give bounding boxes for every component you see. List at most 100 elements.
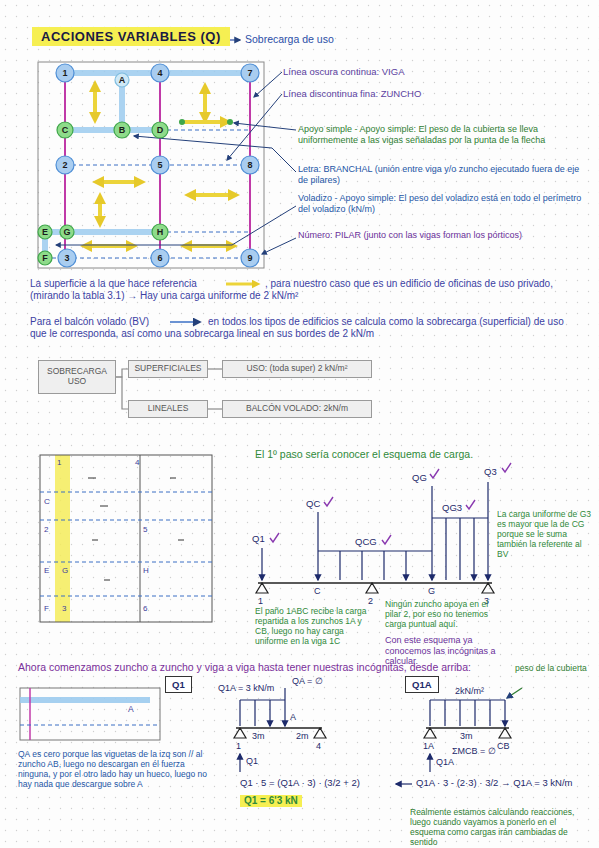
circle-shape [38, 225, 52, 239]
handwritten-note: QA es cero porque las viguetas de la izq… [18, 750, 218, 790]
circle-shape [56, 64, 74, 82]
highlighted-plan [40, 455, 212, 622]
table-connector [116, 377, 128, 409]
table-connector [208, 368, 222, 369]
handwritten-label: QG [412, 472, 427, 483]
check-mark [270, 533, 279, 542]
small-plan [29, 688, 31, 740]
inline-arrow [226, 283, 256, 286]
circle-shape [152, 122, 168, 138]
pillar-circle: 1 [55, 63, 75, 83]
load-scheme [340, 551, 406, 580]
node-text: Q1 [172, 679, 185, 690]
handwritten-label: F [44, 604, 49, 613]
handwritten-label: C [44, 497, 50, 506]
load-scheme [258, 582, 492, 584]
handwritten-label: QC [306, 498, 320, 509]
handwritten-note: Línea discontinua fina: ZUNCHO [283, 88, 583, 99]
handwritten-label: 2kN/m² [455, 686, 484, 697]
node-text: SUPERFICIALES [134, 364, 201, 374]
circle-shape [57, 122, 73, 138]
pillar-circle: 9 [240, 248, 260, 268]
handwritten-label: 4 [135, 458, 139, 467]
handwritten-label: Sobrecarga de uso [245, 33, 334, 45]
node-text: 4 [157, 68, 162, 79]
handwritten-label: La superficie a la que hace referencia [30, 278, 197, 290]
pillar-circle: E [37, 224, 53, 240]
pillar-circle: C [56, 121, 74, 139]
load-box: Q1A [405, 676, 439, 693]
load-span-arrow [86, 86, 234, 246]
circle-shape [151, 64, 169, 82]
handwritten-label: QCG [355, 536, 377, 547]
handwritten-note: Realmente estamos calculando reacciones,… [410, 808, 592, 848]
handwritten-label: Q1 [246, 756, 258, 767]
pillar-circle: H [151, 223, 169, 241]
page-title: ACCIONES VARIABLES (Q) [32, 27, 230, 46]
pillar-circle: 3 [57, 248, 77, 268]
node-text: 8 [247, 160, 252, 171]
node-text: B [119, 125, 126, 136]
beam-q1 [240, 700, 270, 726]
check-mark [324, 497, 333, 506]
pillar-circle: 7 [240, 63, 260, 83]
pillar-circle: 4 [150, 63, 170, 83]
handwritten-note: , para nuestro caso que es un edificio d… [30, 278, 575, 301]
load-scheme [318, 550, 432, 551]
small-plan [20, 688, 160, 740]
check-mark [466, 500, 475, 509]
node-text: F [42, 253, 48, 264]
handwritten-label: Ahora comenzamos zuncho a zuncho y viga … [18, 661, 471, 673]
node-text: 5 [157, 160, 162, 171]
pillar-circle: 2 [55, 155, 75, 175]
floor-plan [38, 62, 264, 268]
node-text: 9 [247, 253, 252, 264]
handwritten-label: 1A [423, 741, 434, 752]
node-text: 1 [62, 68, 67, 79]
handwritten-label: QA = ∅ [292, 676, 323, 687]
handwritten-note: Línea oscura continua: VIGA [283, 66, 583, 77]
handwritten-note: Letra: BRANCHAL (unión entre viga y/o zu… [298, 164, 588, 185]
handwritten-label: Q1A [436, 757, 454, 768]
handwritten-note: Q1A · 3 - (2·3) · 3/2 → Q1A = 3 kN/m [416, 777, 594, 788]
handwritten-label: ΣMCB = ∅ [452, 746, 496, 757]
small-plan [20, 697, 150, 703]
floor-plan [45, 130, 250, 258]
circle-shape [58, 249, 76, 267]
table-box: SUPERFICIALES [128, 360, 208, 378]
check-mark [430, 469, 439, 478]
table-connector [208, 408, 222, 409]
beam-q1a [429, 754, 430, 772]
handwritten-label: 1 [258, 596, 263, 607]
handwritten-label: Q1 [252, 533, 265, 544]
callout-leader [262, 238, 296, 254]
check-mark [382, 535, 391, 544]
load-span-arrow [184, 120, 226, 124]
circle-shape [151, 156, 169, 174]
node-text: C [62, 125, 69, 136]
handwritten-note: Ningún zuncho apoya en el pilar 2, por e… [385, 600, 495, 630]
handwritten-label: 3m [252, 731, 265, 742]
handwritten-note: Apoyo simple - Apoyo simple: El peso de … [298, 124, 588, 145]
handwritten-label: Q3 [484, 466, 497, 477]
node-text: E [42, 227, 48, 238]
floor-plan [227, 119, 233, 125]
node-text: 7 [247, 68, 252, 79]
node-text: SOBRECARGA USO [44, 367, 110, 387]
handwritten-label: QG3 [442, 502, 462, 513]
beam-q1 [234, 688, 412, 784]
beam-q1 [236, 727, 322, 729]
handwritten-note: en todos los tipos de edificios se calcu… [30, 316, 575, 339]
check-mark [270, 463, 511, 544]
highlighted-plan [40, 455, 212, 622]
load-scheme [317, 512, 318, 580]
node-text: USO: (toda super) 2 kN/m² [246, 364, 347, 374]
beam-q1a [430, 699, 505, 700]
circle-shape [241, 64, 259, 82]
handwritten-label: G [62, 566, 68, 575]
load-scheme [446, 518, 474, 580]
beam-q1a [430, 700, 505, 726]
node-text: 2 [62, 160, 67, 171]
handwritten-note: El paño 1ABC recibe la carga repartida a… [255, 607, 367, 647]
